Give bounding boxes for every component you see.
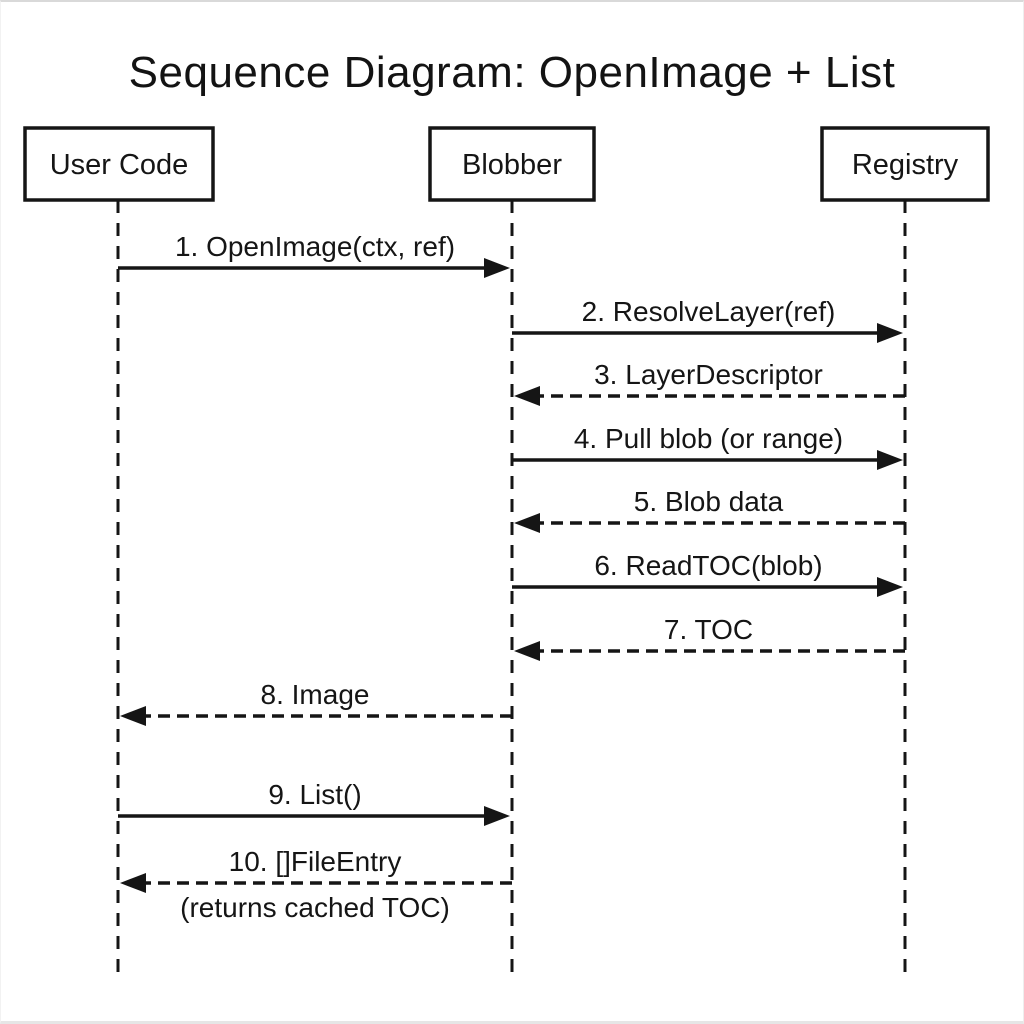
- diagram-title: Sequence Diagram: OpenImage + List: [128, 48, 896, 97]
- actor-box-user-code: [23, 126, 215, 202]
- message-label-2: 2. ResolveLayer(ref): [582, 296, 836, 327]
- actor-label-user-code: User Code: [50, 149, 189, 181]
- message-arrowhead-1: [484, 258, 510, 278]
- message-arrowhead-7: [514, 641, 540, 661]
- message-label-6: 6. ReadTOC(blob): [594, 550, 822, 581]
- message-label-9: 9. List(): [268, 779, 361, 810]
- message-arrowhead-4: [877, 450, 903, 470]
- message-arrowhead-8: [120, 706, 146, 726]
- message-label-3: 3. LayerDescriptor: [594, 359, 823, 390]
- message-arrowhead-6: [877, 577, 903, 597]
- message-label-4: 4. Pull blob (or range): [574, 423, 843, 454]
- message-arrowhead-10: [120, 873, 146, 893]
- actor-box-registry: [820, 126, 990, 202]
- actor-label-registry: Registry: [852, 149, 959, 181]
- actor-box-blobber: [428, 126, 596, 202]
- actor-label-blobber: Blobber: [462, 149, 562, 181]
- message-label-10: 10. []FileEntry: [229, 846, 402, 877]
- message-arrowhead-2: [877, 323, 903, 343]
- message-label-7: 7. TOC: [664, 614, 753, 645]
- message-arrowhead-9: [484, 806, 510, 826]
- message-label-1: 1. OpenImage(ctx, ref): [175, 231, 455, 262]
- message-note-10: (returns cached TOC): [180, 892, 450, 923]
- message-label-5: 5. Blob data: [634, 486, 784, 517]
- message-label-8: 8. Image: [261, 679, 370, 710]
- message-arrowhead-5: [514, 513, 540, 533]
- message-arrowhead-3: [514, 386, 540, 406]
